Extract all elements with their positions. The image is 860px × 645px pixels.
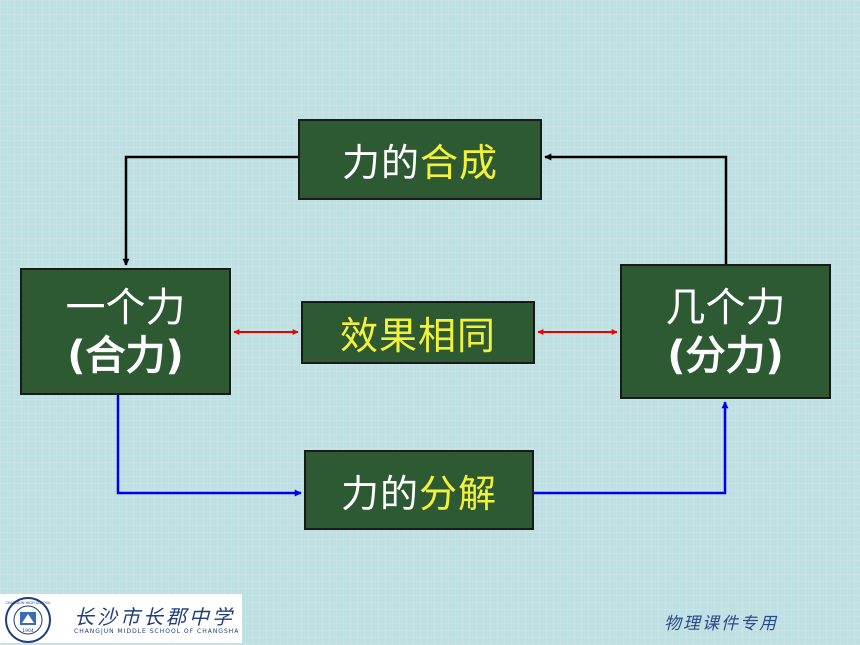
same-effect-label: 效果相同 [339, 314, 496, 358]
composition-highlight: 合成 [420, 141, 499, 185]
decomposition-highlight: 分解 [419, 471, 498, 516]
composition-box: 力的合成 [298, 119, 542, 200]
component-forces-label: 几个力 [665, 284, 786, 331]
same-effect-box: 效果相同 [301, 301, 535, 364]
school-seal-icon: 1904 CHANGJUN HIGH SCHOOL [5, 597, 51, 643]
decomposition-arrow-in [116, 395, 302, 497]
seal-year: 1904 [22, 628, 34, 634]
school-name: 长沙市长郡中学 [74, 605, 235, 629]
resultant-force-label: 一个力 [65, 284, 186, 331]
composition-arrow-in [544, 153, 728, 264]
school-name-english: CHANGJUN MIDDLE SCHOOL OF CHANGSHA [74, 628, 240, 635]
resultant-force-sublabel: (合力) [67, 332, 184, 379]
component-forces-sublabel: (分力) [667, 332, 784, 379]
composition-prefix: 力的 [341, 141, 420, 185]
course-label: 物理课件专用 [664, 614, 778, 634]
decomposition-box: 力的分解 [304, 450, 534, 530]
component-forces-box: 几个力 (分力) [620, 264, 831, 399]
seal-text: CHANGJUN HIGH SCHOOL [5, 601, 50, 605]
decomposition-prefix: 力的 [340, 471, 419, 516]
decomposition-arrow-out [534, 401, 729, 495]
composition-arrow-out [122, 155, 298, 266]
resultant-force-box: 一个力 (合力) [20, 268, 231, 395]
